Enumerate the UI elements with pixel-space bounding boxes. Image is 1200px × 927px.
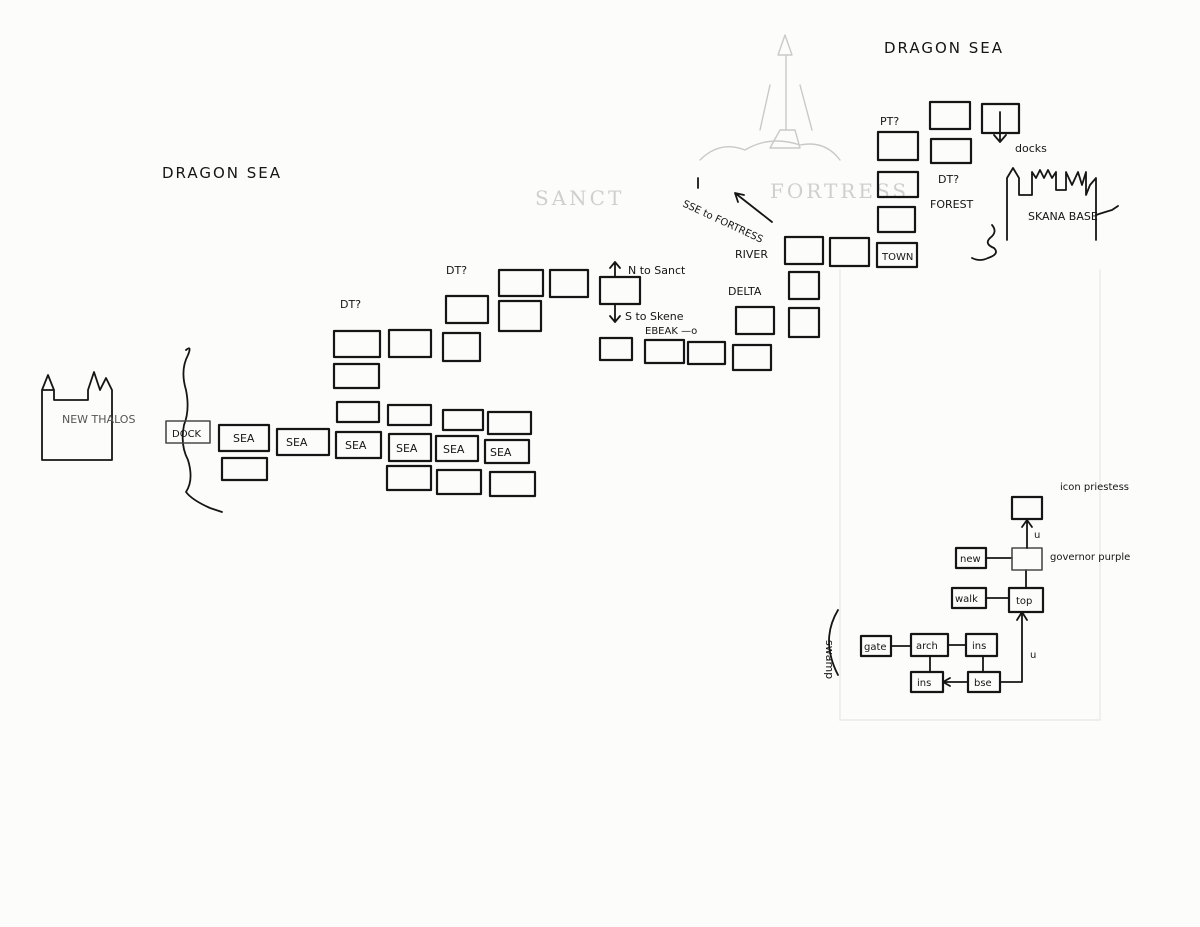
pt-room[interactable]	[876, 130, 920, 162]
sea-label-1: SEA	[233, 432, 255, 445]
docks-label: docks	[1015, 142, 1047, 155]
ghost-fortress-sketch	[699, 34, 841, 161]
top-room-1[interactable]	[928, 100, 972, 131]
ghost-sanct-label: SANCT	[535, 186, 624, 210]
town-label: TOWN	[881, 252, 913, 263]
ins-label-1: ins	[972, 641, 986, 652]
dt-room-2b[interactable]	[497, 268, 545, 298]
sea-label-6: SEA	[490, 446, 512, 459]
ins-room-1[interactable]	[964, 632, 999, 658]
walk-label: walk	[955, 594, 978, 605]
pt-label: PT?	[880, 115, 899, 128]
room-above-sea-5[interactable]	[441, 408, 485, 432]
skana-wave	[971, 224, 997, 261]
room-above-sea-3[interactable]	[335, 400, 381, 424]
dt-room-2a[interactable]	[444, 294, 490, 325]
sea-box-2[interactable]	[275, 427, 331, 457]
sea-box-5[interactable]	[434, 434, 480, 463]
s-to-skene-label: S to Skene	[625, 310, 684, 323]
dragon-sea-top-label: DRAGON SEA	[884, 39, 1004, 57]
dt-label-3: DT?	[938, 173, 959, 186]
dt-room-2d[interactable]	[497, 299, 543, 333]
forest-label: FOREST	[930, 198, 974, 211]
new-thalos-castle	[41, 371, 113, 461]
sea-label-5: SEA	[443, 443, 465, 456]
dock-label: DOCK	[172, 429, 202, 440]
governor-label: governor purple	[1050, 552, 1130, 563]
icon-priestess-label: icon priestess	[1060, 482, 1129, 493]
up-arrow-1	[999, 611, 1028, 683]
town-room[interactable]	[875, 241, 919, 269]
south-room-2[interactable]	[643, 338, 686, 365]
ghost-fortress-label: FORTRESS	[770, 179, 909, 203]
fortress-arrow	[734, 192, 773, 223]
south-room-1[interactable]	[598, 336, 634, 362]
sea-box-6[interactable]	[483, 438, 531, 465]
left-coastline	[181, 347, 223, 513]
river-room-south-2[interactable]	[787, 306, 821, 339]
crossroads-room[interactable]	[598, 275, 642, 306]
sea-label-3: SEA	[345, 439, 367, 452]
room-above-sea-6[interactable]	[486, 410, 533, 436]
right-col-room-1[interactable]	[876, 170, 920, 199]
delta-room-1[interactable]	[734, 305, 776, 336]
sea-label-4: SEA	[396, 442, 418, 455]
u-label-2: u	[1034, 530, 1040, 541]
dt-label-1: DT?	[340, 298, 361, 311]
arch-label: arch	[916, 641, 938, 652]
right-col-room-2[interactable]	[876, 205, 917, 234]
new-thalos-label: NEW THALOS	[62, 413, 135, 426]
sea-box-1[interactable]	[217, 423, 271, 453]
skana-base-castle	[1006, 167, 1119, 241]
river-room-1[interactable]	[783, 235, 825, 266]
dt-label-2: DT?	[446, 264, 467, 277]
up-arrow-2	[1021, 519, 1033, 549]
bse-label: bse	[974, 678, 992, 689]
vertical-links	[929, 655, 984, 673]
docks-arrow	[993, 111, 1007, 143]
swamp-curve	[828, 609, 839, 676]
sea-label-2: SEA	[286, 436, 308, 449]
ebeak-label: EBEAK —o	[645, 326, 697, 337]
river-label: RIVER	[735, 248, 768, 261]
room-above-sea-4[interactable]	[386, 403, 433, 427]
skana-label: SKANA BASE	[1028, 210, 1098, 223]
sea-box-3[interactable]	[334, 430, 383, 460]
dragon-sea-left-label: DRAGON SEA	[162, 164, 282, 182]
dt-room-1b[interactable]	[387, 328, 433, 359]
sea-box-4[interactable]	[387, 432, 433, 463]
delta-label: DELTA	[728, 285, 762, 298]
icon-priestess-room[interactable]	[1010, 495, 1044, 521]
u-label-1: u	[1030, 650, 1036, 661]
room-below-sea-6[interactable]	[488, 470, 537, 498]
south-arrow	[609, 303, 621, 323]
dt-room-1d[interactable]	[441, 331, 482, 363]
ghost-grid	[839, 269, 1101, 721]
gate-label: gate	[864, 642, 887, 653]
new-label: new	[960, 554, 981, 565]
river-room-2[interactable]	[828, 236, 871, 268]
ins-label-2: ins	[917, 678, 931, 689]
governor-room[interactable]	[1011, 547, 1043, 571]
delta-room-2[interactable]	[731, 343, 773, 372]
swamp-label: swamp	[823, 640, 836, 679]
south-room-3[interactable]	[686, 340, 727, 366]
n-to-sanct-label: N to Sanct	[628, 264, 686, 277]
room-below-sea-1[interactable]	[220, 456, 269, 482]
room-below-sea-4[interactable]	[385, 464, 433, 492]
dt-room-1c[interactable]	[332, 362, 381, 390]
top-room-3[interactable]	[929, 137, 973, 165]
top-label: top	[1016, 596, 1032, 607]
room-below-sea-5[interactable]	[435, 468, 483, 496]
dock-box[interactable]	[165, 420, 211, 444]
river-room-south-1[interactable]	[787, 270, 821, 301]
dt-room-1a[interactable]	[332, 329, 382, 359]
north-arrow	[609, 261, 621, 278]
ins-bse-link	[942, 677, 969, 687]
dt-room-2c[interactable]	[548, 268, 590, 299]
